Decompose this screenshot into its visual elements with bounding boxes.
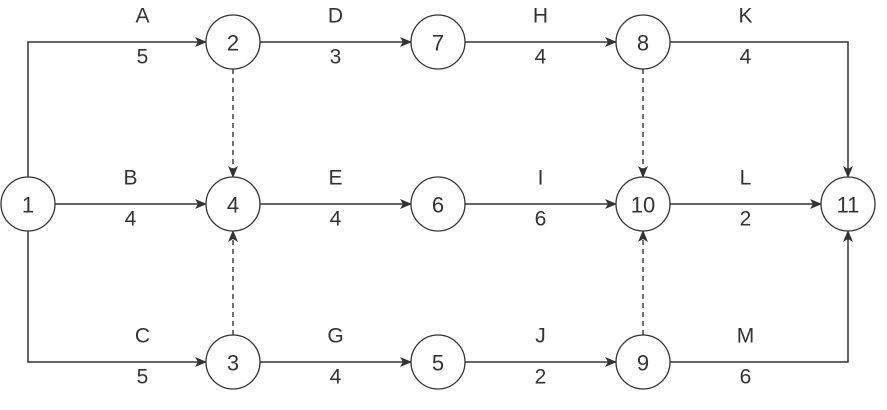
activity-arrow-m [670, 230, 853, 363]
activity-arrow-a [27, 37, 207, 177]
node-circle-2 [205, 14, 261, 70]
activity-name-e: E [328, 167, 342, 190]
node-9: 9 [615, 334, 671, 390]
activity-name-j: J [535, 325, 546, 348]
activity-duration-j: 2 [535, 366, 547, 389]
activity-duration-k: 4 [740, 46, 752, 69]
activity-duration-a: 5 [137, 46, 149, 69]
node-label-2: 2 [227, 31, 239, 56]
node-11: 11 [820, 176, 876, 232]
node-label-9: 9 [637, 351, 649, 376]
activity-name-d: D [328, 5, 343, 28]
node-6: 6 [410, 176, 466, 232]
activity-name-g: G [327, 325, 343, 348]
node-label-10: 10 [631, 193, 655, 218]
activity-duration-c: 5 [137, 366, 149, 389]
activity-name-l: L [740, 167, 752, 190]
node-circle-4 [205, 176, 261, 232]
node-circle-11 [820, 176, 876, 232]
node-8: 8 [615, 14, 671, 70]
activity-duration-d: 3 [330, 46, 342, 69]
node-label-7: 7 [432, 31, 444, 56]
node-circle-8 [615, 14, 671, 70]
node-5: 5 [410, 334, 466, 390]
activity-duration-m: 6 [740, 366, 752, 389]
activity-arrow-c [27, 231, 207, 367]
node-label-8: 8 [637, 31, 649, 56]
node-circle-7 [410, 14, 466, 70]
activity-duration-e: 4 [330, 208, 342, 231]
node-circle-9 [615, 334, 671, 390]
node-label-4: 4 [227, 193, 239, 218]
node-label-6: 6 [432, 193, 444, 218]
node-label-5: 5 [432, 351, 444, 376]
node-circle-10 [615, 176, 671, 232]
activity-duration-b: 4 [125, 208, 137, 231]
activity-duration-g: 4 [330, 366, 342, 389]
activity-name-i: I [538, 167, 544, 190]
node-label-11: 11 [837, 193, 860, 218]
node-1: 1 [0, 176, 56, 232]
node-label-3: 3 [227, 351, 239, 376]
activity-name-a: A [135, 5, 149, 28]
activity-duration-h: 4 [535, 46, 547, 69]
activity-name-b: B [123, 167, 137, 190]
node-3: 3 [205, 334, 261, 390]
node-2: 2 [205, 14, 261, 70]
node-7: 7 [410, 14, 466, 70]
node-circle-3 [205, 334, 261, 390]
node-4: 4 [205, 176, 261, 232]
node-circle-1 [0, 176, 56, 232]
activity-name-c: C [135, 325, 150, 348]
node-10: 10 [615, 176, 671, 232]
node-circle-5 [410, 334, 466, 390]
activity-arrow-k [670, 41, 853, 178]
activity-name-m: M [737, 325, 755, 348]
node-label-1: 1 [22, 193, 34, 218]
node-circle-6 [410, 176, 466, 232]
activity-duration-l: 2 [740, 208, 752, 231]
activity-duration-i: 6 [535, 208, 547, 231]
activity-name-h: H [533, 5, 548, 28]
activity-name-k: K [738, 5, 752, 28]
